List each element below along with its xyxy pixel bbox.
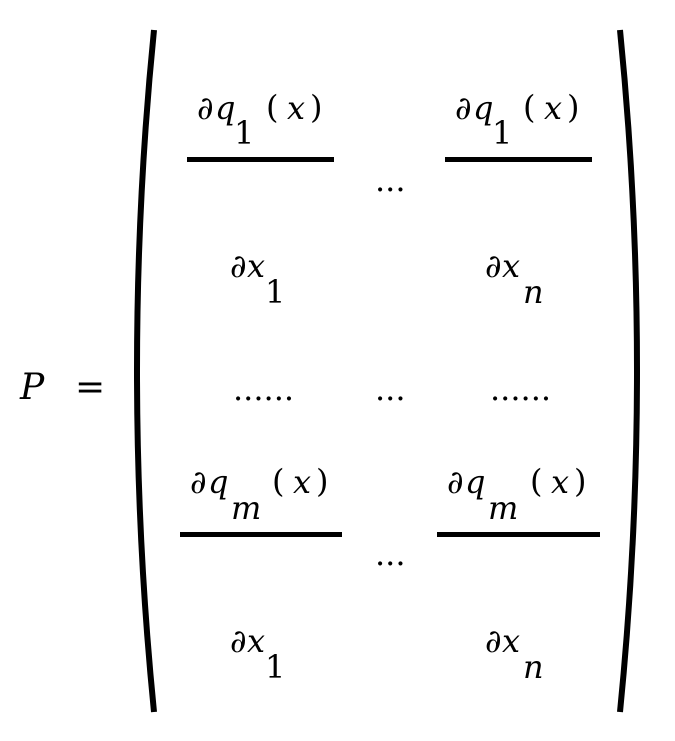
r3-mid-dots: ... [375,535,406,573]
r1l-fraction-bar [187,157,334,162]
r3l-den-var: x [247,622,266,660]
r3l-partial: ∂ [190,463,207,501]
r1l-num-var: q [215,89,236,127]
r1r-rparen: ) [567,88,580,126]
r1r-den-sub: n [523,273,544,311]
r3r-fraction-bar [437,532,600,537]
r1l-den-var: x [247,247,266,285]
r3r-lparen: ( [530,462,543,500]
r1r-den-var: x [502,247,521,285]
equals-sign: = [75,367,106,408]
r1r-lparen: ( [523,88,536,126]
r3r-partial: ∂ [447,463,464,501]
r3r-num-arg: x [551,463,570,501]
r1l-num-arg: x [287,89,306,127]
r3r-num-sub: m [488,489,519,527]
r3l-den-sub: 1 [265,648,286,686]
r3l-num-sub: m [231,489,262,527]
r1r-den-partial: ∂ [485,247,502,285]
r2-mid-dots: ... [375,370,406,408]
r3l-num-arg: x [293,463,312,501]
r1l-num-sub: 1 [234,114,255,152]
left-paren [134,29,157,713]
r3r-den-partial: ∂ [485,622,502,660]
r1-mid-dots: ... [375,161,406,199]
r1l-den-partial: ∂ [230,247,247,285]
r3l-fraction-bar [180,532,342,537]
r3r-rparen: ) [574,462,587,500]
r1l-lparen: ( [266,88,279,126]
r1l-den-sub: 1 [265,273,286,311]
r1r-num-arg: x [544,89,563,127]
r2-right-dots: ...... [490,370,552,408]
r1r-fraction-bar [445,157,592,162]
r1l-rparen: ) [310,88,323,126]
r1r-num-var: q [473,89,494,127]
r1r-partial: ∂ [455,89,472,127]
r3r-den-sub: n [523,648,544,686]
r3l-lparen: ( [272,462,285,500]
r3r-num-var: q [465,463,486,501]
r3l-den-partial: ∂ [230,622,247,660]
r1r-num-sub: 1 [492,114,513,152]
r1l-partial: ∂ [197,89,214,127]
r3r-den-var: x [502,622,521,660]
r3l-rparen: ) [316,462,329,500]
right-paren [617,29,640,713]
lhs-symbol: P [20,367,45,408]
r3l-num-var: q [208,463,229,501]
r2-left-dots: ...... [233,370,295,408]
